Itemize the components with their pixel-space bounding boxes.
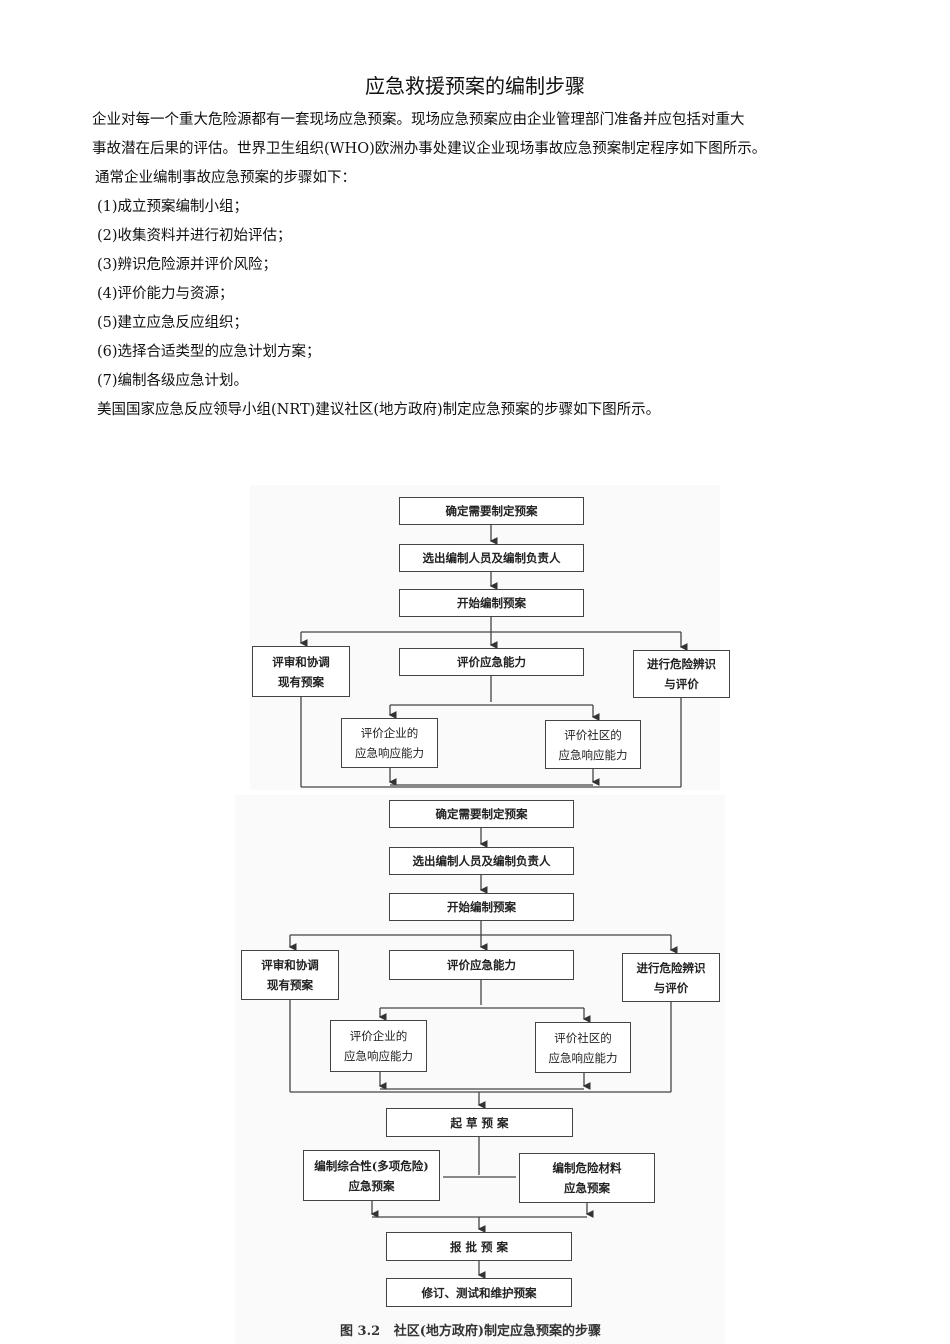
step-item: (3)辨识危险源并评价风险；: [97, 257, 278, 273]
step-box-multi-hazard: 编制综合性(多项危险)应急预案: [303, 1150, 440, 1201]
figure-caption: 图 3.2 社区(地方政府)制定应急预案的步骤: [340, 1324, 602, 1339]
step-item: (7)编制各级应急计划。: [97, 373, 249, 389]
paragraph-line: 企业对每一个重大危险源都有一套现场应急预案。现场应急预案应由企业管理部门准备并应…: [92, 112, 745, 128]
step-box-review: 评审和协调现有预案: [241, 950, 339, 1000]
step-box-select: 选出编制人员及编制负责人: [389, 847, 574, 875]
step-item: (4)评价能力与资源；: [97, 286, 234, 302]
paragraph-line: 事故潜在后果的评估。世界卫生组织(WHO)欧洲办事处建议企业现场事故应急预案制定…: [92, 141, 767, 157]
step-box-hazard: 进行危险辨识与评价: [633, 650, 730, 698]
step-box-revise: 修订、测试和维护预案: [386, 1278, 572, 1307]
step-box-draft: 起 草 预 案: [386, 1108, 573, 1137]
step-box-select: 选出编制人员及编制负责人: [399, 544, 584, 572]
step-box-assess: 评价应急能力: [399, 648, 584, 676]
step-box-determine: 确定需要制定预案: [399, 497, 584, 525]
step-box-determine: 确定需要制定预案: [389, 800, 574, 828]
page-title: 应急救援预案的编制步骤: [365, 74, 585, 98]
step-item: (5)建立应急反应组织；: [97, 315, 249, 331]
step-box-hazard: 进行危险辨识与评价: [622, 953, 720, 1002]
step-box-community: 评价社区的应急响应能力: [545, 720, 641, 769]
step-item: (6)选择合适类型的应急计划方案；: [97, 344, 321, 360]
step-box-enterprise: 评价企业的应急响应能力: [341, 718, 438, 768]
step-box-review: 评审和协调现有预案: [252, 646, 350, 697]
paragraph-line: 通常企业编制事故应急预案的步骤如下：: [95, 170, 356, 186]
step-box-enterprise: 评价企业的应急响应能力: [330, 1020, 427, 1072]
step-box-start: 开始编制预案: [389, 893, 574, 921]
step-box-hazmat: 编制危险材料应急预案: [519, 1153, 655, 1203]
step-box-start: 开始编制预案: [399, 589, 584, 617]
step-item: (1)成立预案编制小组；: [97, 199, 249, 215]
step-box-assess: 评价应急能力: [389, 950, 574, 980]
step-box-approve: 报 批 预 案: [386, 1232, 572, 1261]
step-box-community: 评价社区的应急响应能力: [535, 1022, 631, 1073]
paragraph-line: 美国国家应急反应领导小组(NRT)建议社区(地方政府)制定应急预案的步骤如下图所…: [97, 402, 661, 418]
step-item: (2)收集资料并进行初始评估；: [97, 228, 292, 244]
